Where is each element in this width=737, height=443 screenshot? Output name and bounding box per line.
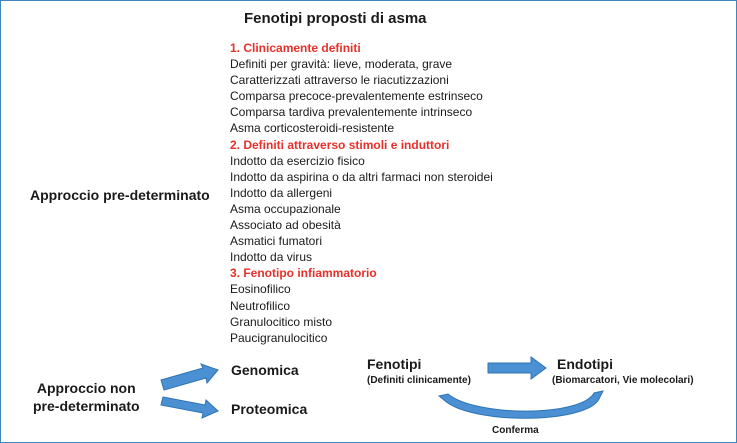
genomics-label: Genomica <box>231 362 299 378</box>
approach-nonpredetermined-label: Approccio non pre-determinato <box>33 379 140 415</box>
list-item: Indotto da allergeni <box>230 185 333 200</box>
proteomics-label: Proteomica <box>231 401 308 417</box>
approach-predetermined-label: Approccio pre-determinato <box>30 187 210 203</box>
list-item: Definiti per gravità: lieve, moderata, g… <box>230 57 453 72</box>
arrow-to-genomics-icon <box>160 363 219 391</box>
list-item: Comparsa precoce-prevalentemente estrins… <box>230 89 483 104</box>
arrow-to-proteomics-icon <box>160 396 219 419</box>
diagram-title: Fenotipi proposti di asma <box>244 10 427 27</box>
approach-nonpredetermined-line1: Approccio non <box>36 380 136 396</box>
list-item: Comparsa tardiva prevalentemente intrins… <box>230 105 473 120</box>
group-heading-clinical: 1. Clinicamente definiti <box>230 41 361 55</box>
list-item: Asma occupazionale <box>230 201 341 216</box>
endotypes-label: Endotipi <box>557 356 613 372</box>
list-item: Caratterizzati attraverso le riacutizzaz… <box>230 73 449 88</box>
approach-nonpredetermined-line2: pre-determinato <box>33 398 140 414</box>
endotypes-sublabel: (Biomarcatori, Vie molecolari) <box>552 375 694 386</box>
phenotype-list: 1. Clinicamente definiti Definiti per gr… <box>230 40 493 346</box>
list-item: Asma corticosteroidi-resistente <box>230 121 395 136</box>
list-item: Granulocitico misto <box>230 314 333 329</box>
phenotypes-label: Fenotipi <box>367 356 422 372</box>
list-item: Asmatici fumatori <box>230 234 323 249</box>
group-heading-inflammatory: 3. Fenotipo infiammatorio <box>230 266 377 281</box>
list-item: Indotto da esercizio fisico <box>230 153 365 168</box>
phenotypes-sublabel: (Definiti clinicamente) <box>367 375 471 386</box>
list-item: Associato ad obesità <box>230 218 341 233</box>
group-heading-triggers: 2. Definiti attraverso stimoli e indutto… <box>230 137 450 152</box>
arrow-phenotypes-to-endotypes-icon <box>487 356 547 380</box>
curved-confirm-arrow-icon <box>437 390 604 419</box>
list-item: Eosinofilico <box>230 282 291 297</box>
list-item: Paucigranulocitico <box>230 330 328 345</box>
list-item: Neutrofilico <box>230 298 291 313</box>
confirm-label: Conferma <box>492 425 539 436</box>
list-item: Indotto da aspirina o da altri farmaci n… <box>230 169 493 184</box>
list-item: Indotto da virus <box>230 250 313 265</box>
